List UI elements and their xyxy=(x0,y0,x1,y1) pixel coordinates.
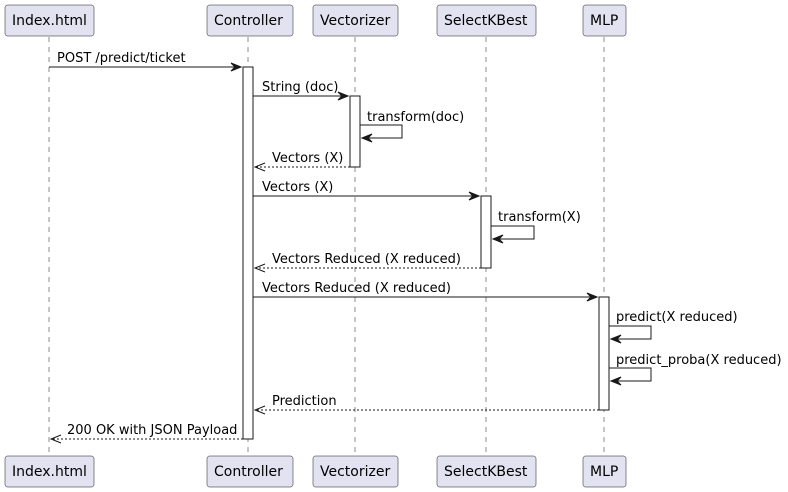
activation-vectorizer xyxy=(349,95,361,168)
arrow-head xyxy=(468,191,481,201)
participant-box xyxy=(312,455,399,488)
message-label: POST /predict/ticket xyxy=(57,51,186,66)
arrow-head xyxy=(586,292,599,302)
message-line xyxy=(491,225,535,240)
participant-controller-bottom[interactable]: Controller xyxy=(206,455,294,488)
participant-box xyxy=(4,455,95,488)
message-label: transform(X) xyxy=(498,210,581,225)
participant-label: Controller xyxy=(214,464,283,480)
message-vectors-reduced-return: Vectors Reduced (X reduced) xyxy=(253,252,481,273)
message-label: Prediction xyxy=(272,394,337,409)
activation-controller xyxy=(242,66,254,440)
arrow-head xyxy=(360,133,373,143)
message-line xyxy=(609,325,652,340)
message-line xyxy=(609,367,652,382)
arrow-head xyxy=(491,234,504,244)
message-label: 200 OK with JSON Payload xyxy=(67,423,237,438)
message-transform-x: transform(X) xyxy=(491,210,581,244)
participant-box xyxy=(436,4,537,37)
participant-label: Vectorizer xyxy=(320,464,390,480)
arrow-head xyxy=(253,162,266,172)
message-label: Vectors Reduced (X reduced) xyxy=(272,252,461,267)
message-label: predict_proba(X reduced) xyxy=(616,353,782,368)
arrow-head xyxy=(609,376,622,386)
participant-box xyxy=(312,4,399,37)
participant-label: SelectKBest xyxy=(444,464,528,480)
participant-box xyxy=(4,4,95,37)
participant-controller[interactable]: Controller xyxy=(206,4,294,37)
participant-index[interactable]: Index.html xyxy=(4,4,95,37)
message-vectors-x: Vectors (X) xyxy=(253,180,481,201)
participant-box xyxy=(206,455,294,488)
participant-mlp-bottom[interactable]: MLP xyxy=(582,455,627,488)
message-vectors-reduced: Vectors Reduced (X reduced) xyxy=(253,281,599,302)
participant-index-bottom[interactable]: Index.html xyxy=(4,455,95,488)
participant-selectkbest[interactable]: SelectKBest xyxy=(436,4,537,37)
arrow-head xyxy=(230,62,243,72)
arrow-head xyxy=(337,91,350,101)
message-label: Vectors (X) xyxy=(272,151,343,166)
participants-top: Index.html Controller Vectorizer SelectK… xyxy=(4,4,627,37)
message-label: String (doc) xyxy=(262,80,338,95)
participant-vectorizer-bottom[interactable]: Vectorizer xyxy=(312,455,399,488)
participant-vectorizer[interactable]: Vectorizer xyxy=(312,4,399,37)
message-string-doc: String (doc) xyxy=(253,80,350,101)
participant-label: Controller xyxy=(214,13,283,29)
activation-selectkbest xyxy=(480,195,492,269)
participant-label: Index.html xyxy=(12,13,87,29)
message-predict-proba: predict_proba(X reduced) xyxy=(609,353,782,386)
message-vectors-x-return: Vectors (X) xyxy=(253,151,350,172)
message-label: transform(doc) xyxy=(367,110,464,125)
message-transform-doc: transform(doc) xyxy=(360,110,464,143)
participants-bottom: Index.html Controller Vectorizer SelectK… xyxy=(4,455,627,488)
participant-box xyxy=(206,4,294,37)
participant-box xyxy=(582,455,627,488)
message-line xyxy=(360,124,403,139)
participant-selectkbest-bottom[interactable]: SelectKBest xyxy=(436,455,537,488)
participant-label: Index.html xyxy=(12,464,87,480)
participant-box xyxy=(582,4,627,37)
message-label: predict(X reduced) xyxy=(616,310,738,325)
participant-label: MLP xyxy=(590,13,618,29)
arrow-head xyxy=(609,334,622,344)
participant-label: MLP xyxy=(590,464,618,480)
message-label: Vectors Reduced (X reduced) xyxy=(262,281,451,296)
participant-box xyxy=(436,455,537,488)
arrow-head xyxy=(49,434,62,444)
participant-label: SelectKBest xyxy=(444,13,528,29)
messages: POST /predict/ticket String (doc) transf… xyxy=(49,51,782,444)
participant-mlp[interactable]: MLP xyxy=(582,4,627,37)
arrow-head xyxy=(253,405,266,415)
message-post-predict-ticket: POST /predict/ticket xyxy=(49,51,243,72)
participant-label: Vectorizer xyxy=(320,13,390,29)
activation-mlp xyxy=(598,296,610,411)
message-prediction-return: Prediction xyxy=(253,394,599,415)
arrow-head xyxy=(253,263,266,273)
message-200-ok-return: 200 OK with JSON Payload xyxy=(49,423,243,444)
message-predict: predict(X reduced) xyxy=(609,310,738,344)
activations xyxy=(242,66,610,440)
message-label: Vectors (X) xyxy=(262,180,333,195)
